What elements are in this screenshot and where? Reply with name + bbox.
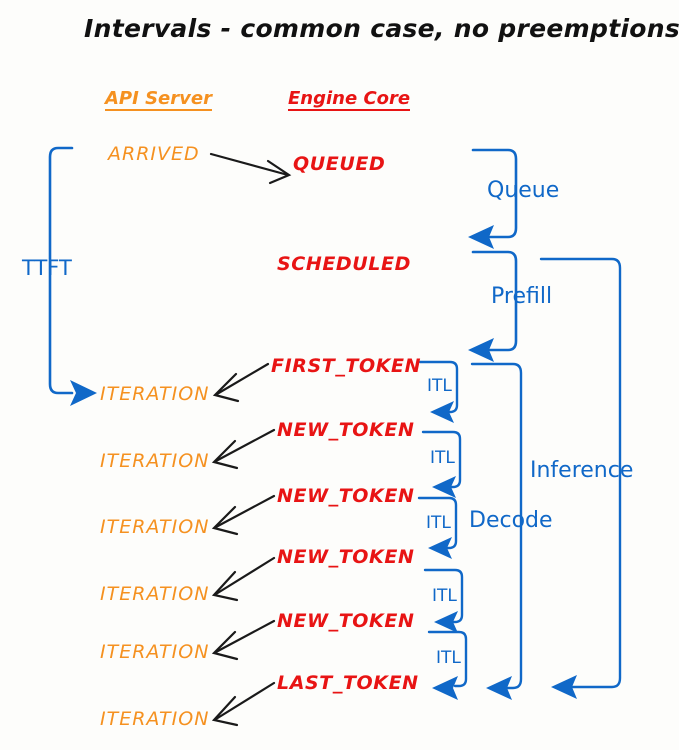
state-iteration-2: ITERATION [100,450,210,472]
state-first-token: FIRST_TOKEN [271,355,422,377]
state-new-token-2: NEW_TOKEN [277,485,415,507]
interval-label-queue: Queue [487,178,560,203]
arrow-new-token-to-iteration-3 [211,556,276,602]
arrowhead-ttft [70,380,97,406]
arrowhead-inference [551,675,577,699]
state-arrived: ARRIVED [108,143,200,165]
arrowhead-itl-4 [434,611,458,633]
state-queued: QUEUED [293,153,386,175]
interval-label-itl-1: ITL [427,376,452,396]
state-iteration-6: ITERATION [100,708,210,730]
arrow-new-token-to-iteration-2 [211,494,276,536]
state-new-token-1: NEW_TOKEN [277,419,415,441]
arrowhead-itl-5 [432,676,458,700]
interval-label-itl-3: ITL [426,513,451,533]
column-header-engine-core: Engine Core [288,88,411,111]
state-iteration-3: ITERATION [100,516,210,538]
interval-label-itl-2: ITL [430,448,455,468]
arrow-new-token-to-iteration-4 [211,619,276,661]
arrowhead-queue [468,225,494,249]
arrow-new-token-to-iteration-1 [211,428,276,470]
arrowhead-itl-2 [432,476,456,498]
interval-label-itl-5: ITL [436,648,461,668]
state-iteration-4: ITERATION [100,583,210,605]
interval-label-itl-4: ITL [432,586,457,606]
state-iteration-5: ITERATION [100,641,210,663]
state-new-token-4: NEW_TOKEN [277,610,415,632]
arrowhead-itl-1 [430,401,454,423]
interval-label-prefill: Prefill [491,284,553,309]
arrowhead-itl-3 [428,537,452,559]
state-last-token: LAST_TOKEN [277,672,419,694]
arrow-last-token-to-iteration [211,681,276,727]
page-title: Intervals - common case, no preemptions [84,14,679,43]
state-new-token-3: NEW_TOKEN [277,546,415,568]
column-header-api-server: API Server [105,88,212,111]
state-iteration-1: ITERATION [100,383,210,405]
arrowhead-prefill [468,338,494,362]
arrow-first-token-to-iteration [212,362,270,403]
arrowhead-decode [486,676,512,700]
interval-label-inference: Inference [530,458,634,483]
state-scheduled: SCHEDULED [277,253,411,275]
arrow-arrived-to-queued [209,152,292,185]
interval-label-ttft: TTFT [22,256,72,280]
interval-label-decode: Decode [469,508,553,533]
